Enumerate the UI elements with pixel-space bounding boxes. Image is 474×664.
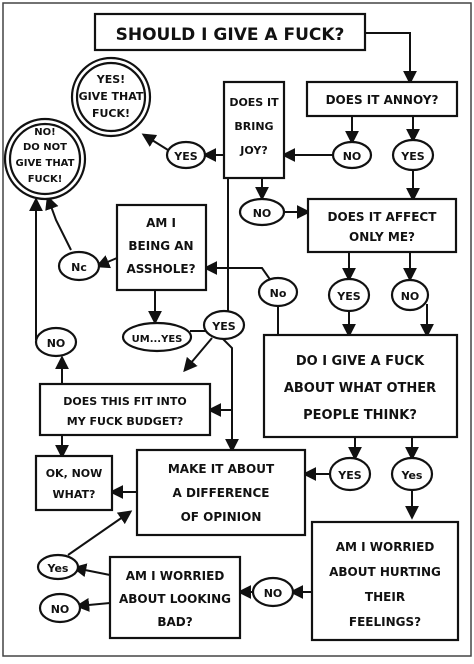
svg-text:NO: NO (253, 207, 272, 220)
svg-text:YES: YES (400, 150, 424, 163)
answer-yes-affect: YES (327, 277, 371, 313)
edge-asshole-nc (95, 255, 118, 269)
connectors (29, 32, 434, 612)
svg-text:NO: NO (401, 290, 420, 303)
svg-text:Yes: Yes (47, 562, 69, 575)
node-difference-line: A DIFFERENCE (173, 486, 270, 500)
title-text: SHOULD I GIVE A FUCK? (116, 25, 345, 45)
answer-no-joy: NO (238, 197, 286, 227)
answer-no-annoy: NO (331, 140, 373, 170)
terminal-no-give-line: FUCK! (28, 174, 63, 185)
node-asshole-line: AM I (146, 216, 176, 230)
node-annoy: DOES IT ANNOY? (305, 80, 459, 118)
edge-yes-difference (221, 337, 239, 453)
node-asshole-line: BEING AN (128, 239, 193, 253)
node-ok-now-line: OK, NOW (46, 467, 103, 480)
node-affect-line: DOES IT AFFECT (328, 210, 438, 224)
edge-yes-yesgive (141, 133, 169, 151)
title-box: SHOULD I GIVE A FUCK? (93, 12, 367, 52)
node-asshole-line: ASSHOLE? (126, 262, 195, 276)
answer-yes-others-1: YES (328, 456, 372, 492)
answer-no-feelings: NO (251, 576, 295, 608)
node-worried-bad-line: ABOUT LOOKING (119, 592, 231, 606)
terminal-yes-give-line: FUCK! (92, 107, 130, 120)
answer-nc: Nc (57, 250, 101, 282)
node-others-line: PEOPLE THINK? (303, 408, 417, 423)
node-difference-line: OF OPINION (181, 510, 262, 524)
terminal-yes-give: YES! GIVE THAT FUCK! (70, 56, 152, 138)
svg-text:No: No (270, 287, 287, 300)
node-worried-feelings: AM I WORRIED ABOUT HURTING THEIR FEELING… (310, 520, 460, 642)
answer-yes-joy: YES (165, 140, 207, 170)
answer-um-yes: UM...YES (121, 321, 193, 353)
answer-yes-annoy: YES (391, 138, 435, 172)
node-worried-feelings-line: FEELINGS? (349, 615, 421, 629)
edge-nc-nogive (45, 195, 72, 251)
node-worried-feelings-line: THEIR (365, 590, 405, 604)
node-others-line: DO I GIVE A FUCK (296, 354, 425, 369)
svg-text:NO: NO (264, 587, 283, 600)
answer-yes-bad: Yes (36, 553, 80, 581)
page-border (2, 2, 472, 657)
terminal-yes-give-line: YES! (96, 73, 125, 86)
node-difference-line: MAKE IT ABOUT (168, 462, 275, 476)
answer-yes-asshole: YES (202, 309, 246, 341)
node-worried-bad-line: BAD? (157, 615, 192, 629)
node-bring-joy-line: BRING (234, 120, 273, 133)
svg-text:Nc: Nc (71, 261, 87, 274)
edge-bad-yes (72, 563, 111, 578)
node-worried-bad-line: AM I WORRIED (126, 569, 225, 583)
node-worried-feelings-line: AM I WORRIED (336, 540, 435, 554)
node-bring-joy-line: DOES IT (229, 96, 279, 109)
svg-text:UM...YES: UM...YES (132, 334, 183, 345)
node-ok-now: OK, NOW WHAT? (34, 454, 114, 512)
answer-yes-others-2: Yes (390, 456, 434, 492)
terminal-yes-give-line: GIVE THAT (79, 90, 144, 103)
node-difference: MAKE IT ABOUT A DIFFERENCE OF OPINION (135, 448, 307, 537)
edge-title-annoy (365, 32, 417, 85)
answer-no-budget: NO (34, 326, 78, 358)
edge-yes-budget (183, 337, 213, 373)
node-asshole: AM I BEING AN ASSHOLE? (115, 203, 208, 292)
edge-yes-diff (67, 510, 133, 556)
node-bring-joy: DOES IT BRING JOY? (222, 80, 286, 180)
node-budget-line: MY FUCK BUDGET? (67, 415, 184, 428)
svg-text:NO: NO (51, 603, 70, 616)
node-others: DO I GIVE A FUCK ABOUT WHAT OTHER PEOPLE… (262, 333, 459, 439)
svg-text:NO: NO (343, 150, 362, 163)
node-budget: DOES THIS FIT INTO MY FUCK BUDGET? (38, 382, 212, 437)
svg-text:YES: YES (173, 150, 197, 163)
answer-no-bad: NO (38, 592, 82, 624)
answer-no-affect: NO (390, 278, 430, 312)
svg-text:Yes: Yes (401, 469, 423, 482)
answer-no-others: No (257, 276, 299, 308)
node-others-line: ABOUT WHAT OTHER (284, 381, 436, 396)
svg-text:YES: YES (337, 469, 361, 482)
node-budget-line: DOES THIS FIT INTO (63, 395, 186, 408)
node-ok-now-line: WHAT? (53, 488, 96, 501)
terminal-no-give-line: DO NOT (23, 142, 67, 153)
svg-text:YES: YES (336, 290, 360, 303)
svg-text:NO: NO (47, 337, 66, 350)
node-worried-bad: AM I WORRIED ABOUT LOOKING BAD? (108, 555, 242, 640)
node-worried-feelings-line: ABOUT HURTING (329, 565, 441, 579)
node-bring-joy-line: JOY? (239, 144, 267, 157)
terminal-no-give-line: NO! (34, 127, 55, 138)
node-affect-line: ONLY ME? (349, 230, 415, 244)
svg-text:YES: YES (211, 320, 235, 333)
terminal-no-give-line: GIVE THAT (16, 158, 75, 169)
terminal-no-give: NO! DO NOT GIVE THAT FUCK! (3, 117, 87, 201)
node-affect: DOES IT AFFECT ONLY ME? (306, 197, 458, 254)
node-annoy-line: DOES IT ANNOY? (326, 93, 439, 107)
edge-bad-no (75, 597, 111, 612)
